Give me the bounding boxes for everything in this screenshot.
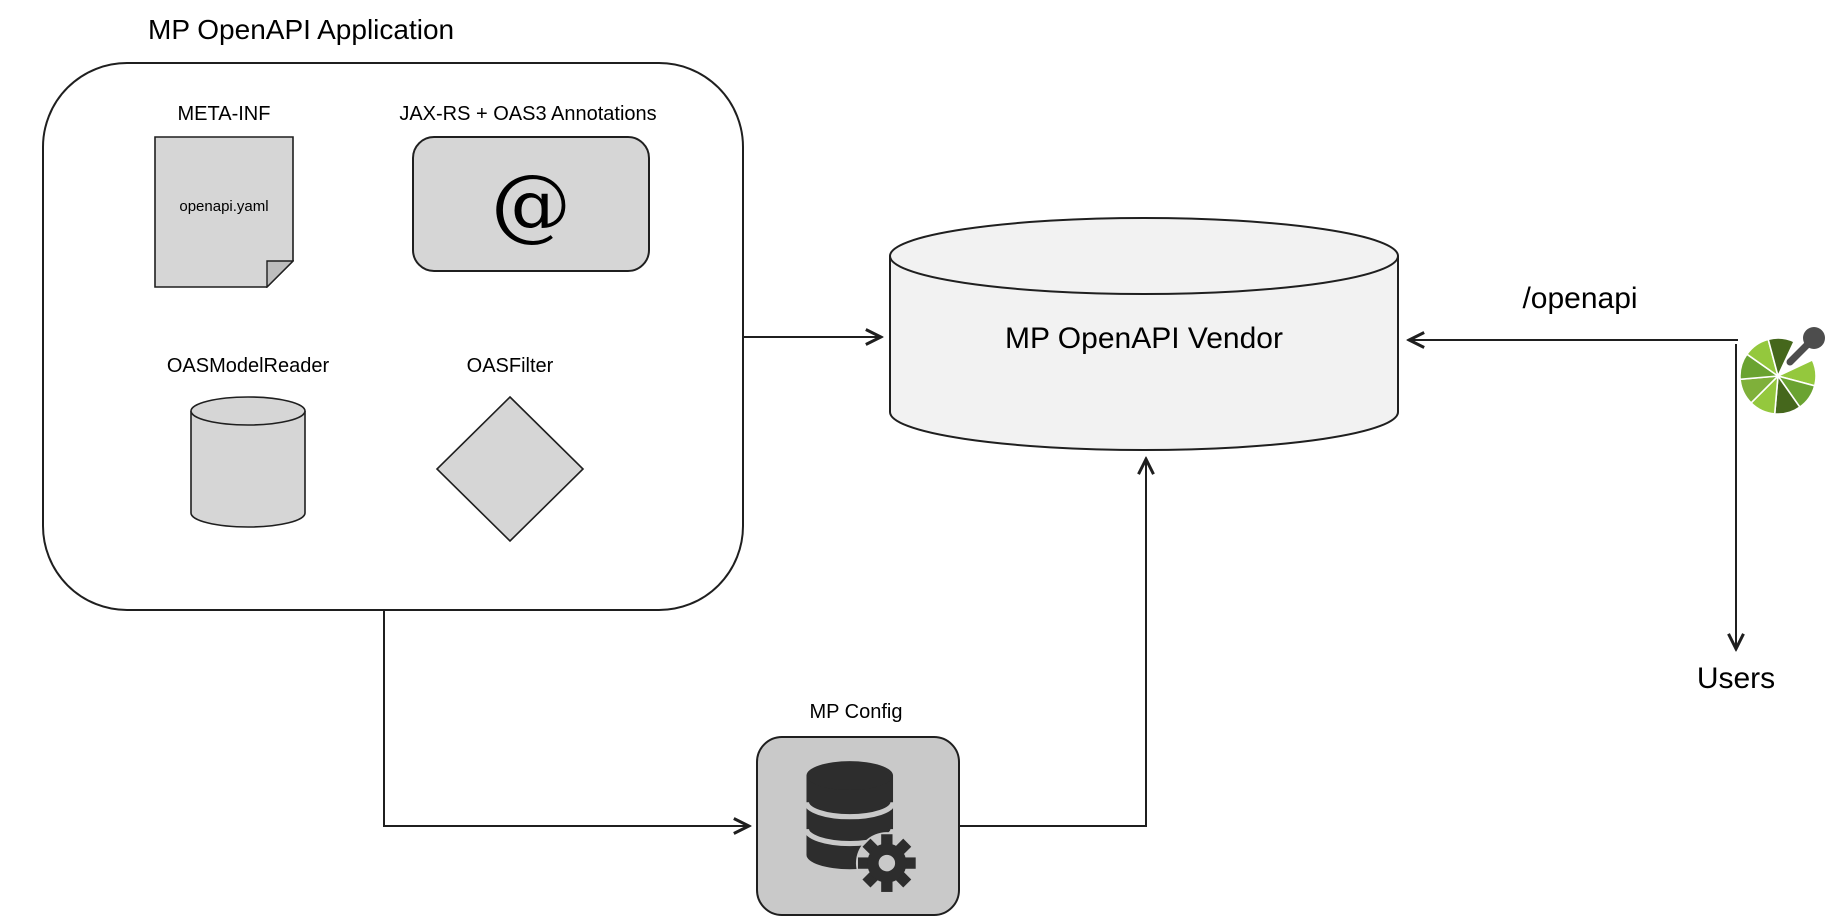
cylinder-top: [190, 396, 306, 426]
filter-label: OASFilter: [466, 355, 554, 377]
database-gear-icon: [803, 761, 918, 894]
config-label: MP Config: [809, 701, 903, 723]
vendor-label: MP OpenAPI Vendor: [1005, 322, 1283, 355]
arrow-config-to-vendor: [958, 460, 1146, 827]
vendor-database-icon: [889, 217, 1399, 451]
openapi-pinwheel-icon: [1739, 327, 1825, 415]
vendor-cylinder-top: [889, 217, 1399, 295]
cylinder-body: [190, 411, 306, 528]
vendor-cylinder-body: [889, 256, 1399, 451]
model-reader-cylinder-icon: [190, 396, 306, 528]
file-name-label: openapi.yaml: [179, 198, 269, 215]
meta-inf-label: META-INF: [177, 103, 271, 125]
logo-wedge: [1767, 337, 1796, 379]
gear-shape: [857, 834, 916, 892]
config-db-top: [806, 761, 894, 790]
document-fold-corner: [266, 260, 294, 288]
endpoint-label: /openapi: [1522, 282, 1638, 315]
annotations-label: JAX-RS + OAS3 Annotations: [399, 103, 657, 125]
annotations-box: @: [412, 136, 650, 272]
logo-arm-dot: [1803, 327, 1825, 349]
config-box: [756, 736, 960, 916]
at-symbol-icon: @: [491, 157, 571, 250]
users-label: Users: [1696, 662, 1776, 695]
document-icon: [154, 136, 294, 288]
model-reader-label: OASModelReader: [166, 355, 330, 377]
arrow-app-to-config: [383, 609, 748, 826]
config-db-band: [803, 801, 896, 820]
diamond-shape: [435, 395, 585, 543]
diagram-title: MP OpenAPI Application: [148, 14, 455, 45]
filter-diamond-icon: [435, 395, 585, 543]
